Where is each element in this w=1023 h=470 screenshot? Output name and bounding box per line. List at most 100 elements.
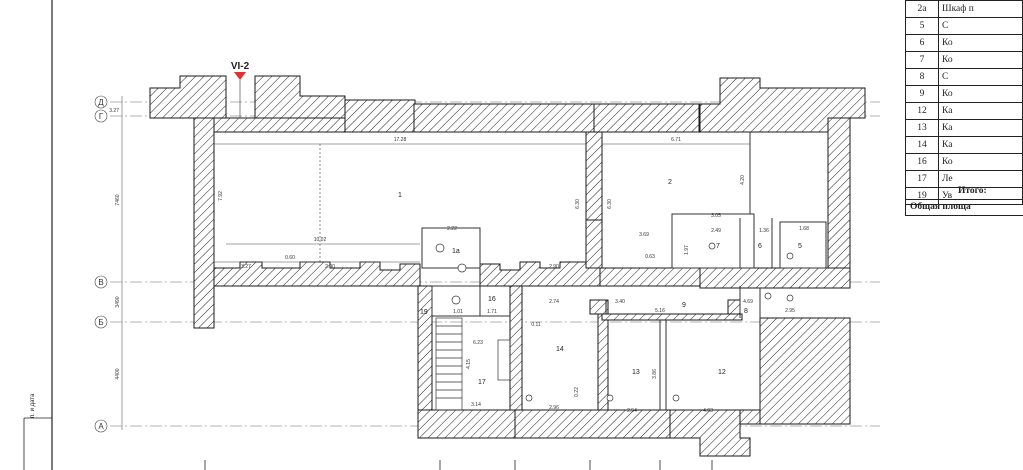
legend-room-number: 9 bbox=[905, 85, 939, 103]
svg-text:3.27: 3.27 bbox=[241, 264, 251, 270]
axis-dim: 7460 bbox=[115, 194, 121, 205]
room-labels: 1 2 1a 16 19 14 6 7 5 8 13 12 17 9 bbox=[398, 179, 802, 386]
axis-label-b: Б bbox=[98, 318, 103, 327]
axis-label-v: В bbox=[98, 278, 103, 287]
room-number: 2 bbox=[668, 179, 672, 186]
legend-totals: Итого: Общая площа bbox=[905, 184, 1023, 216]
axis-label-a: А bbox=[98, 422, 104, 431]
svg-text:1.01: 1.01 bbox=[453, 309, 463, 315]
axis-label-g: Г bbox=[99, 112, 104, 121]
svg-text:4.20: 4.20 bbox=[740, 175, 746, 185]
svg-text:0.22: 0.22 bbox=[574, 387, 580, 397]
staircase bbox=[435, 317, 511, 411]
svg-text:3.86: 3.86 bbox=[652, 369, 658, 379]
legend-room-name: С bbox=[938, 17, 1023, 35]
room-number: 7 bbox=[716, 243, 720, 250]
legend-room-name: Ко bbox=[938, 51, 1023, 69]
axis-label-d: Д bbox=[98, 98, 104, 107]
room-number: 17 bbox=[478, 379, 486, 386]
room-number: 14 bbox=[556, 346, 564, 353]
svg-text:3.40: 3.40 bbox=[615, 299, 625, 305]
room-number: 5 bbox=[798, 243, 802, 250]
svg-text:2.54: 2.54 bbox=[627, 408, 637, 414]
frame-ticks bbox=[204, 460, 713, 470]
svg-text:VI-2: VI-2 bbox=[231, 61, 250, 72]
room-number: 9 bbox=[682, 302, 686, 309]
svg-text:2.96: 2.96 bbox=[549, 405, 559, 411]
axis-dim: 3490 bbox=[115, 296, 121, 307]
svg-text:3.05: 3.05 bbox=[711, 213, 721, 219]
svg-text:2.49: 2.49 bbox=[711, 228, 721, 234]
svg-text:1.71: 1.71 bbox=[487, 309, 497, 315]
svg-text:1.97: 1.97 bbox=[684, 245, 690, 255]
svg-text:7.92: 7.92 bbox=[218, 191, 224, 201]
room-number: 8 bbox=[744, 308, 748, 315]
room-number: 6 bbox=[758, 243, 762, 250]
legend-room-name: Шкаф п bbox=[938, 0, 1023, 18]
stamp-text: п. и дата bbox=[30, 393, 36, 418]
svg-text:17.28: 17.28 bbox=[394, 137, 407, 143]
svg-text:2.95: 2.95 bbox=[785, 308, 795, 314]
room-number: 13 bbox=[632, 369, 640, 376]
svg-text:2.22: 2.22 bbox=[447, 226, 457, 232]
legend-room-name: Ув bbox=[938, 187, 1023, 205]
partitions bbox=[421, 132, 827, 410]
legend-room-name: С bbox=[938, 68, 1023, 86]
section-marker: VI-2 bbox=[231, 61, 250, 118]
svg-text:3.14: 3.14 bbox=[471, 402, 481, 408]
svg-text:6.30: 6.30 bbox=[575, 199, 581, 209]
dimension-lines bbox=[214, 143, 750, 263]
legend-room-name: Ка bbox=[938, 102, 1023, 120]
svg-text:1.68: 1.68 bbox=[799, 226, 809, 232]
legend-room-number: 2a bbox=[905, 0, 939, 18]
legend-room-name: Ко bbox=[938, 153, 1023, 171]
svg-text:10.02: 10.02 bbox=[314, 237, 327, 243]
room-number: 1a bbox=[452, 248, 460, 255]
svg-text:0.63: 0.63 bbox=[645, 254, 655, 260]
legend-room-name: Ко bbox=[938, 85, 1023, 103]
legend-room-name: Ка bbox=[938, 119, 1023, 137]
legend-room-number: 12 bbox=[905, 102, 939, 120]
svg-text:2.74: 2.74 bbox=[549, 299, 559, 305]
svg-text:2.90: 2.90 bbox=[325, 264, 335, 270]
svg-text:3.69: 3.69 bbox=[639, 232, 649, 238]
room-number: 16 bbox=[488, 296, 496, 303]
floor-plan: Д Г В Б А 3.27 7460 3490 4400 bbox=[23, 0, 880, 470]
svg-text:0.11: 0.11 bbox=[531, 322, 541, 328]
legend-room-number: 14 bbox=[905, 136, 939, 154]
legend-room-number: 6 bbox=[905, 34, 939, 52]
svg-text:6.71: 6.71 bbox=[671, 137, 681, 143]
axis-dim: 4400 bbox=[115, 368, 121, 379]
axis-dim: 3.27 bbox=[109, 108, 119, 114]
room-number: 1 bbox=[398, 192, 402, 199]
legend-room-number: 7 bbox=[905, 51, 939, 69]
svg-text:4.15: 4.15 bbox=[466, 359, 472, 369]
dimension-labels: 17.28 6.71 7.92 6.30 6.30 4.20 10.02 3.2… bbox=[218, 137, 809, 414]
legend-room-number: 5 bbox=[905, 17, 939, 35]
sanitary-fixtures bbox=[435, 242, 794, 402]
legend-room-name: Ка bbox=[938, 136, 1023, 154]
svg-text:4.69: 4.69 bbox=[743, 299, 753, 305]
svg-text:1.36: 1.36 bbox=[759, 228, 769, 234]
svg-text:4.03: 4.03 bbox=[703, 408, 713, 414]
svg-text:5.16: 5.16 bbox=[655, 308, 665, 314]
total-label: Итого: bbox=[905, 184, 1023, 200]
svg-text:6.23: 6.23 bbox=[473, 340, 483, 346]
room-number: 12 bbox=[718, 369, 726, 376]
svg-text:0.60: 0.60 bbox=[285, 255, 295, 261]
legend-room-number: 8 bbox=[905, 68, 939, 86]
svg-text:6.30: 6.30 bbox=[607, 199, 613, 209]
legend-room-number: 13 bbox=[905, 119, 939, 137]
